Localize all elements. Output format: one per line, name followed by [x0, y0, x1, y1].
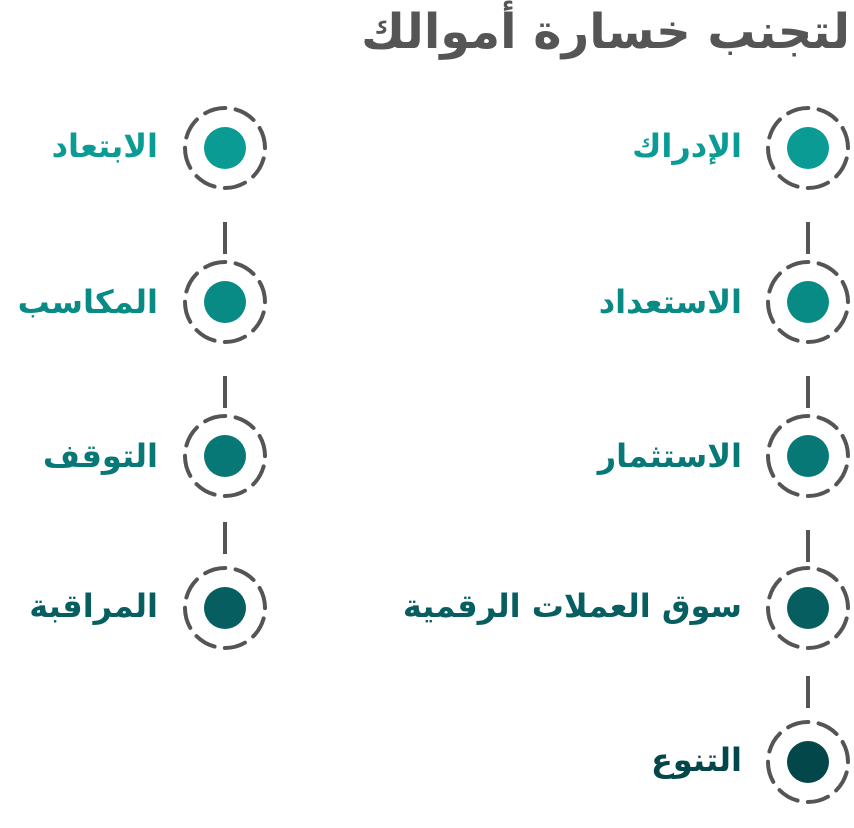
connector-line	[223, 522, 227, 554]
step-label: الابتعاد	[51, 127, 158, 165]
step-node-crypto-market	[760, 560, 854, 656]
right-steps-column	[760, 0, 854, 828]
connector-line	[223, 222, 227, 254]
node-dot	[787, 127, 829, 169]
left-labels: الابتعاد المكاسب التوقف المراقبة	[0, 0, 158, 828]
dashed-ring-icon	[183, 566, 267, 650]
page-title: لتجنب خسارة أموالك	[361, 4, 850, 60]
dashed-ring-icon	[766, 414, 850, 498]
dashed-ring-icon	[766, 566, 850, 650]
node-dot	[204, 587, 246, 629]
step-node-monitoring	[177, 560, 273, 656]
node-dot	[204, 281, 246, 323]
step-label: التنوع	[650, 741, 742, 779]
step-label: المراقبة	[29, 587, 158, 625]
node-dot	[204, 127, 246, 169]
node-dot	[787, 741, 829, 783]
connector-line	[223, 376, 227, 408]
step-label: الإدراك	[632, 127, 742, 165]
step-label: سوق العملات الرقمية	[402, 587, 742, 625]
step-node-distancing	[177, 100, 273, 196]
node-dot	[204, 435, 246, 477]
step-node-investment	[760, 408, 854, 504]
step-label: التوقف	[42, 437, 158, 475]
step-node-stopping	[177, 408, 273, 504]
dashed-ring-icon	[183, 106, 267, 190]
step-label: المكاسب	[17, 283, 158, 321]
left-steps-column	[177, 0, 277, 828]
step-node-awareness	[760, 100, 854, 196]
node-dot	[787, 587, 829, 629]
connector-line	[806, 222, 810, 254]
dashed-ring-icon	[183, 414, 267, 498]
connector-line	[806, 376, 810, 408]
dashed-ring-icon	[766, 260, 850, 344]
node-dot	[787, 281, 829, 323]
dashed-ring-icon	[183, 260, 267, 344]
dashed-ring-icon	[766, 106, 850, 190]
connector-line	[806, 530, 810, 562]
dashed-ring-icon	[766, 720, 850, 804]
step-label: الاستثمار	[597, 437, 742, 475]
step-node-diversification	[760, 714, 854, 810]
step-label: الاستعداد	[598, 283, 742, 321]
node-dot	[787, 435, 829, 477]
right-labels: الإدراك الاستعداد الاستثمار سوق العملات …	[402, 127, 742, 779]
connector-line	[806, 676, 810, 708]
step-node-readiness	[760, 254, 854, 350]
step-node-gains	[177, 254, 273, 350]
